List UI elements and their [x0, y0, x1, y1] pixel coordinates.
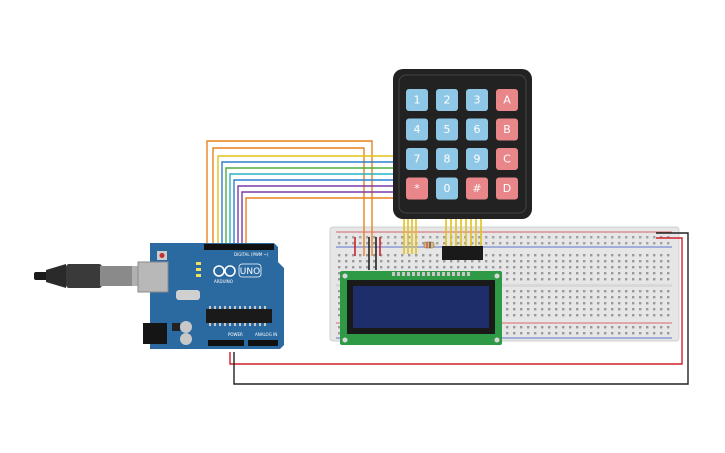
keypad-ribbon [403, 218, 482, 254]
resistor[interactable] [423, 241, 435, 249]
key-label: 7 [414, 153, 421, 166]
chip-pins [209, 306, 266, 326]
key-b-button[interactable]: B [496, 118, 518, 141]
key-label: 5 [444, 123, 451, 136]
keypad-4x4[interactable]: 1 2 3 A 4 5 6 B 7 8 9 C * 0 # D [393, 69, 532, 219]
key-label: A [503, 94, 511, 107]
wire-purple-1 [237, 185, 395, 244]
key-2-button[interactable]: 2 [436, 89, 458, 111]
capacitor-2 [180, 333, 192, 345]
power-jack [143, 323, 167, 344]
usb-port [137, 261, 169, 293]
wire-yellow [217, 155, 395, 244]
crystal [176, 290, 200, 300]
capacitor-1 [180, 321, 192, 333]
key-label: # [472, 182, 481, 195]
key-label: 6 [474, 123, 481, 136]
board-model-label: UNO [240, 267, 260, 277]
key-label: C [503, 153, 511, 166]
analog-header [248, 340, 278, 346]
key-label: 2 [444, 94, 451, 107]
board-brand-label: ARDUINO [214, 279, 233, 284]
key-9-button[interactable]: 9 [466, 148, 488, 170]
wire-orange-3 [245, 197, 395, 244]
key-5-button[interactable]: 5 [436, 118, 458, 141]
key-a-button[interactable]: A [496, 89, 518, 111]
lcd-screen [353, 286, 489, 328]
key-label: 0 [444, 182, 451, 195]
power-header [208, 340, 244, 346]
key-8-button[interactable]: 8 [436, 148, 458, 170]
key-d-button[interactable]: D [496, 177, 518, 200]
usb-cable[interactable] [34, 264, 140, 288]
digital-pins-label: DIGITAL (PWM ~) [234, 252, 269, 257]
wire-green [225, 167, 395, 244]
led-rx [196, 274, 201, 277]
top-power-rail [336, 232, 672, 246]
power-pins-label: POWER [228, 332, 243, 337]
key-label: B [503, 123, 511, 136]
key-label: 3 [474, 94, 481, 107]
microcontroller-chip [206, 309, 272, 323]
key-label: 1 [414, 94, 421, 107]
regulator [172, 323, 180, 331]
led-tx [196, 268, 201, 271]
arduino-uno-board[interactable]: UNO ARDUINO DIGITAL (PWM ~) POWER ANALOG… [137, 243, 284, 349]
key-label: 9 [474, 153, 481, 166]
key-label: 4 [414, 123, 421, 136]
key-c-button[interactable]: C [496, 148, 518, 170]
pin-header [442, 246, 483, 260]
wire-purple-2 [241, 191, 395, 244]
key-4-button[interactable]: 4 [406, 118, 428, 141]
signal-wires[interactable] [206, 140, 395, 256]
wire-blue [221, 161, 395, 244]
wire-black-ground [233, 232, 689, 385]
wire-cyan [229, 173, 395, 244]
power-wires[interactable] [229, 232, 689, 385]
key-label: * [414, 182, 420, 195]
led-l [196, 262, 201, 265]
key-3-button[interactable]: 3 [466, 89, 488, 111]
key-1-button[interactable]: 1 [406, 89, 428, 111]
wire-orange-2 [212, 147, 365, 256]
breadboard-jumpers[interactable] [354, 237, 381, 270]
key-0-button[interactable]: 0 [436, 177, 458, 200]
key-hash-button[interactable]: # [466, 177, 488, 200]
key-7-button[interactable]: 7 [406, 148, 428, 170]
key-star-button[interactable]: * [406, 177, 428, 200]
lcd-display[interactable] [340, 271, 502, 345]
wire-blue-2 [233, 179, 395, 244]
arduino-logo-icon [213, 265, 236, 277]
key-label: D [503, 182, 511, 195]
lcd-pins [392, 272, 470, 276]
analog-pins-label: ANALOG IN [255, 332, 277, 337]
digital-header [204, 244, 274, 250]
key-6-button[interactable]: 6 [466, 118, 488, 141]
key-label: 8 [444, 153, 451, 166]
wire-red-power [229, 237, 683, 365]
